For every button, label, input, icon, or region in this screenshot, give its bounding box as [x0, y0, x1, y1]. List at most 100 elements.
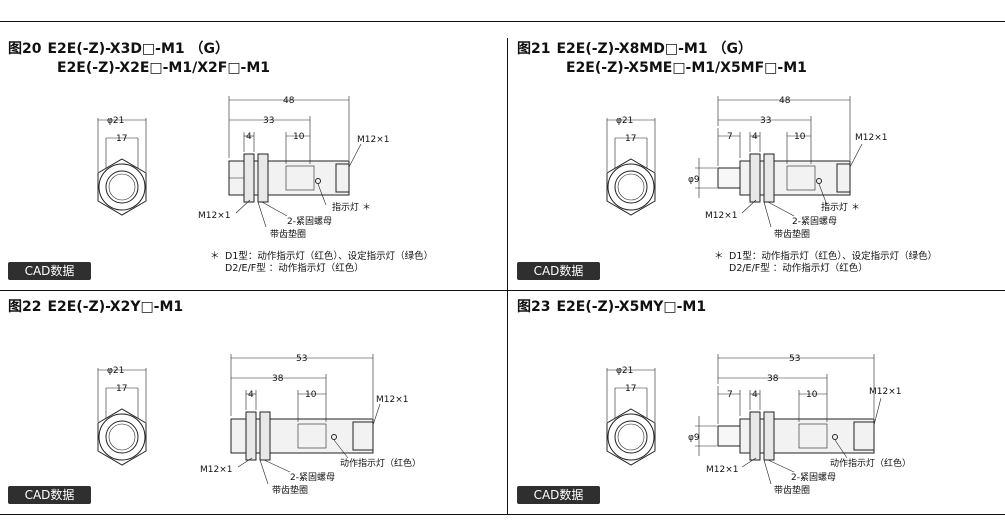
dim-tip: 10 [305, 390, 317, 400]
dimension-drawing: φ21 17 53 38 4 10 M12×1 M12×1 动作指示灯（红色） … [97, 354, 421, 496]
connector [352, 421, 374, 451]
dimension-drawing: φ21 17 53 38 7 4 10 φ9 M12×1 M12×1 动作指示灯… [606, 354, 911, 496]
dim-diameter: φ21 [616, 116, 633, 126]
dim-across-flats: 17 [625, 384, 636, 394]
middle-rule [0, 290, 1005, 291]
indicator-lamp [315, 178, 321, 184]
model-line-1: E2E(-Z)-X8MD□-M1 （G） [556, 41, 752, 57]
footnote-mark: ＊ [714, 251, 724, 262]
footnote-1: D1型：动作指示灯（红色）、设定指示灯（绿色） [729, 251, 938, 262]
dim-overall: 48 [283, 96, 295, 106]
label-thread-right: M12×1 [855, 133, 887, 143]
cable-end [786, 165, 816, 191]
cad-data-button[interactable]: CAD数据 [517, 486, 600, 504]
figure-panel-22: 图22 E2E(-Z)-X2Y□-M1 [0, 298, 506, 512]
label-thread-right: M12×1 [376, 395, 408, 405]
top-rule [0, 21, 1005, 22]
cable-end [285, 165, 315, 191]
dim-tip: 10 [293, 132, 305, 142]
figure-title: 图23 E2E(-Z)-X5MY□-M1 [517, 298, 706, 317]
indicator-lamp [832, 434, 838, 440]
figure-number: 图23 [517, 299, 551, 315]
label-washer: 带齿垫圈 [270, 228, 306, 240]
dim-overall: 53 [789, 354, 800, 364]
nut-rear [257, 153, 269, 203]
indicator-mark: ＊ [851, 203, 860, 213]
dim-diameter: φ21 [107, 366, 124, 376]
label-nut: 2-紧固螺母 [791, 472, 836, 483]
cable-end [297, 423, 327, 449]
nut-circle [98, 163, 146, 211]
dim-body: 33 [760, 116, 771, 126]
dim-nut: 4 [248, 390, 254, 400]
figure-panel-23: 图23 E2E(-Z)-X5MY□-M1 [509, 298, 1005, 512]
label-nut: 2-紧固螺母 [290, 472, 335, 483]
footnote-2: D2/E/F型 ：动作指示灯（红色） [225, 263, 364, 274]
dim-across-flats: 17 [116, 384, 127, 394]
dim-diameter: φ21 [616, 366, 633, 376]
cad-data-button[interactable]: CAD数据 [8, 262, 91, 280]
cable-end [798, 423, 828, 449]
dim-nut: 4 [752, 132, 758, 142]
label-thread-left: M12×1 [200, 465, 232, 475]
sensor-face-inner [617, 173, 645, 201]
figure-number: 图20 [8, 41, 42, 57]
label-nut: 2-紧固螺母 [792, 216, 837, 227]
indicator-lamp [816, 178, 822, 184]
label-indicator: 指示灯 [332, 201, 359, 213]
cad-data-button[interactable]: CAD数据 [517, 262, 600, 280]
sensor-shield [717, 425, 741, 447]
model-line-1: E2E(-Z)-X5MY□-M1 [556, 299, 707, 315]
footnote-2: D2/E/F型 ：动作指示灯（红色） [729, 263, 868, 274]
column-divider [507, 38, 508, 514]
sensor-face-outer [105, 170, 139, 204]
dim-overall: 48 [779, 96, 791, 106]
dim-nut: 4 [752, 390, 758, 400]
model-line-1: E2E(-Z)-X2Y□-M1 [47, 299, 184, 315]
model-line-2: E2E(-Z)-X5ME□-M1/X5MF□-M1 [566, 60, 807, 76]
label-thread-left: M12×1 [198, 211, 230, 221]
sensor-face-outer [614, 170, 648, 204]
connector [836, 163, 851, 193]
dim-shield: 7 [727, 132, 733, 142]
label-thread-right: M12×1 [357, 135, 389, 145]
label-thread-left: M12×1 [705, 211, 737, 221]
label-washer: 带齿垫圈 [774, 228, 810, 240]
dim-body: 33 [263, 116, 274, 126]
nut-front [245, 411, 257, 461]
indicator-mark: ＊ [362, 203, 371, 213]
dimension-drawing: φ21 17 48 33 7 4 10 φ9 M12×1 M12×1 指示灯 ＊… [606, 96, 887, 240]
sensor-face-outer [614, 420, 648, 454]
dim-shield: 7 [727, 390, 733, 400]
nut-front [749, 153, 761, 203]
nut-rear [259, 411, 271, 461]
label-nut: 2-紧固螺母 [287, 216, 332, 227]
figure-number: 图22 [8, 299, 42, 315]
sensor-face-inner [617, 423, 645, 451]
label-washer: 带齿垫圈 [272, 484, 308, 496]
sensor-body [739, 418, 875, 454]
dimension-drawing: φ21 17 48 33 4 10 M12×1 M12×1 指示灯 ＊ 2-紧固… [97, 96, 389, 240]
cad-data-button[interactable]: CAD数据 [8, 486, 91, 504]
label-indicator: 动作指示灯（红色） [340, 457, 421, 469]
model-line-1: E2E(-Z)-X3D□-M1 （G） [47, 41, 230, 57]
label-indicator: 动作指示灯（红色） [830, 457, 911, 469]
dim-side-diameter: φ9 [688, 433, 700, 443]
dim-overall: 53 [296, 354, 307, 364]
sensor-face-outer [105, 420, 139, 454]
nut-front [749, 411, 761, 461]
label-washer: 带齿垫圈 [774, 484, 810, 496]
nut-circle [607, 163, 655, 211]
sensor-face-inner [108, 173, 136, 201]
connector [853, 421, 875, 451]
figure-number: 图21 [517, 41, 551, 57]
label-thread-left: M12×1 [706, 465, 738, 475]
dim-body: 38 [272, 374, 284, 384]
indicator-lamp [331, 434, 337, 440]
dim-across-flats: 17 [625, 134, 636, 144]
dim-nut: 4 [246, 132, 252, 142]
nut-circle [98, 413, 146, 461]
bottom-rule [0, 514, 1005, 515]
